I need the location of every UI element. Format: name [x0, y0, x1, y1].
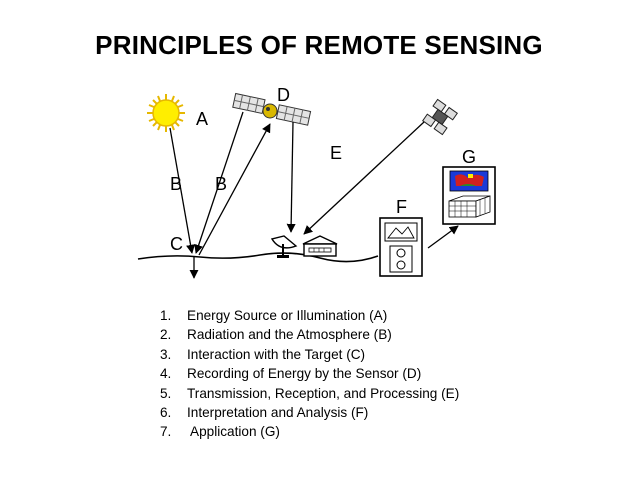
- label-g: G: [462, 147, 476, 167]
- remote-sensing-diagram: A D C B B E: [137, 85, 496, 279]
- arrow-relay-to-station: [303, 121, 425, 235]
- list-item: 1.Energy Source or Illumination (A): [160, 308, 388, 323]
- ground-station-icon: [302, 235, 338, 257]
- arrow-target-to-satellite: [198, 123, 271, 256]
- arrow-satellite-to-station: [286, 121, 296, 233]
- arrow-analysis-to-application: [427, 225, 459, 249]
- steps-list: 1.Energy Source or Illumination (A) 2.Ra…: [160, 306, 459, 442]
- label-d: D: [277, 85, 290, 105]
- label-b-1: B: [170, 174, 182, 194]
- label-a: A: [196, 109, 208, 129]
- list-item: 2.Radiation and the Atmosphere (B): [160, 327, 392, 343]
- list-item: 7. Application (G): [160, 424, 280, 440]
- list-item: 6.Interpretation and Analysis (F): [160, 405, 369, 421]
- label-b-2: B: [215, 174, 227, 194]
- list-item: 5.Transmission, Reception, and Processin…: [160, 385, 460, 401]
- ground-line: [137, 252, 379, 263]
- list-item: 4.Recording of Energy by the Sensor (D): [160, 366, 422, 382]
- image-display-icon: [442, 166, 496, 225]
- label-f: F: [396, 197, 407, 217]
- label-e: E: [330, 143, 342, 163]
- page-title: PRINCIPLES OF REMOTE SENSING: [95, 30, 543, 60]
- arrow-satellite-to-target: [194, 111, 244, 254]
- label-c: C: [170, 234, 183, 254]
- sun-icon: [147, 94, 185, 132]
- satellite-icon-secondary: [422, 98, 458, 136]
- list-item: 3.Interaction with the Target (C): [160, 346, 366, 362]
- satellite-icon: [232, 92, 312, 126]
- arrow-sun-to-target: [169, 127, 196, 254]
- computer-tower-icon: [379, 217, 423, 277]
- antenna-dish-icon: [270, 235, 298, 258]
